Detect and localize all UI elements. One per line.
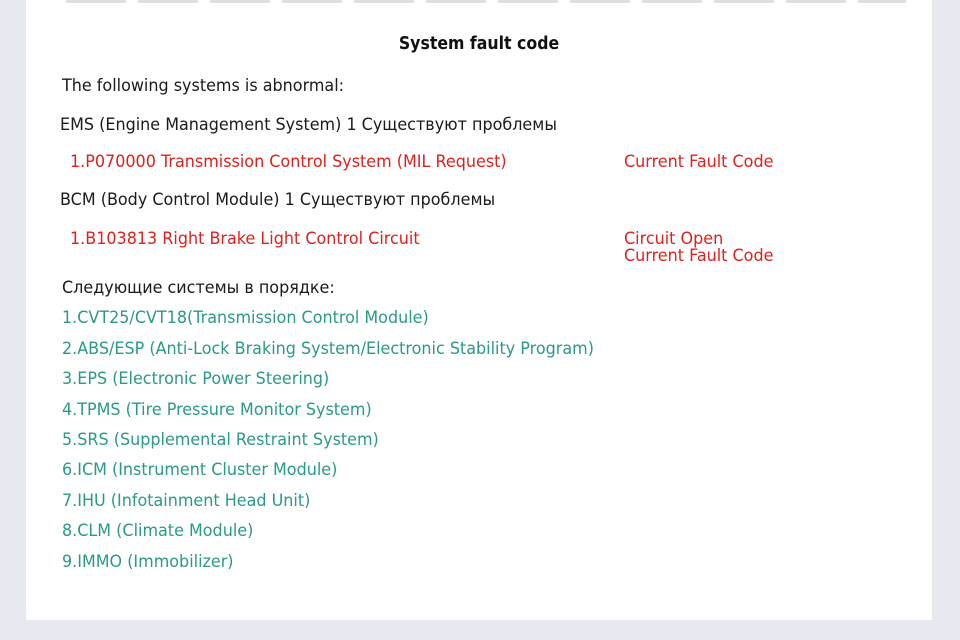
ok-system-item[interactable]: 6.ICM (Instrument Cluster Module) [62, 460, 338, 480]
abnormal-heading: The following systems is abnormal: [62, 76, 345, 96]
ok-system-item[interactable]: 2.ABS/ESP (Anti-Lock Braking System/Elec… [62, 339, 594, 359]
ok-system-item[interactable]: 5.SRS (Supplemental Restraint System) [62, 430, 379, 450]
ok-heading: Следующие системы в порядке: [62, 278, 335, 298]
fault-status-ems-1: Current Fault Code [624, 152, 774, 172]
system-header-bcm: BCM (Body Control Module) 1 Существуют п… [60, 190, 496, 210]
system-header-ems: EMS (Engine Management System) 1 Существ… [60, 115, 557, 135]
report-title: System fault code [398, 34, 560, 54]
ok-system-item[interactable]: 4.TPMS (Tire Pressure Monitor System) [62, 400, 372, 420]
ok-system-item[interactable]: 8.CLM (Climate Module) [62, 521, 254, 541]
fault-report-card: System fault code The following systems … [26, 0, 932, 620]
top-divider [66, 0, 906, 3]
ok-system-item[interactable]: 1.CVT25/CVT18(Transmission Control Modul… [62, 308, 429, 328]
fault-status-bcm-1-current: Current Fault Code [624, 246, 774, 266]
fault-status-bcm-1-circuit: Circuit Open [624, 229, 724, 249]
ok-system-item[interactable]: 9.IMMO (Immobilizer) [62, 552, 234, 572]
fault-code-ems-1[interactable]: 1.P070000 Transmission Control System (M… [70, 152, 507, 172]
ok-system-item[interactable]: 7.IHU (Infotainment Head Unit) [62, 491, 311, 511]
ok-system-item[interactable]: 3.EPS (Electronic Power Steering) [62, 369, 330, 389]
fault-code-bcm-1[interactable]: 1.B103813 Right Brake Light Control Circ… [70, 229, 420, 249]
